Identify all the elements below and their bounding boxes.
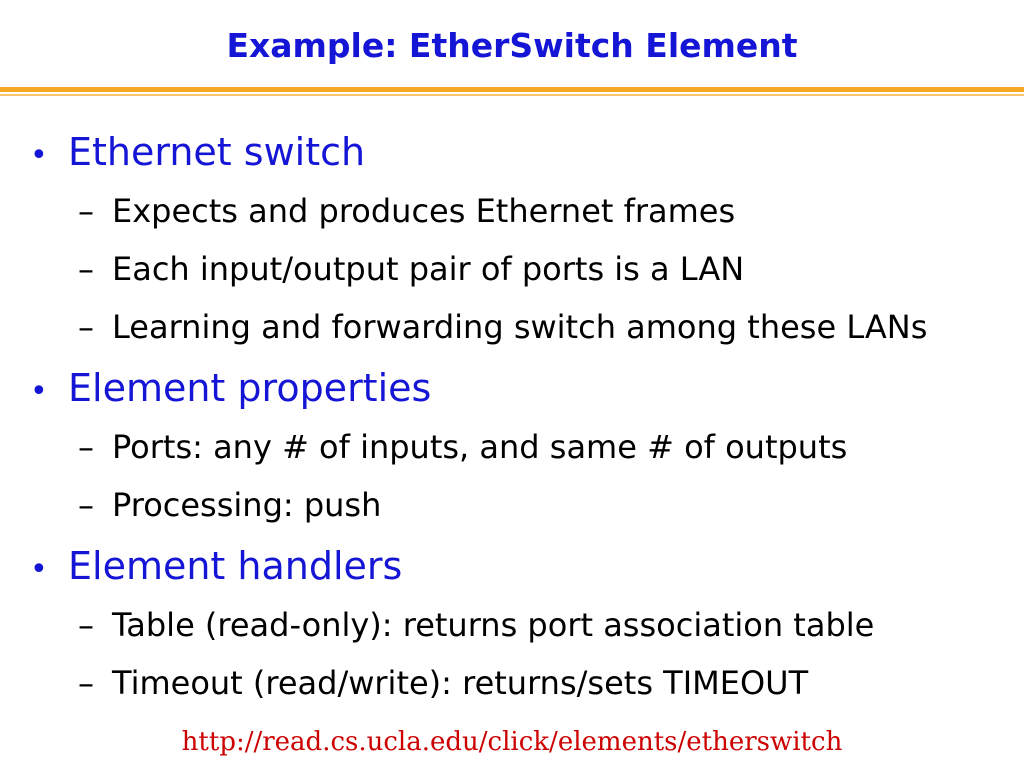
- dash-icon: –: [78, 308, 94, 346]
- slide-content: • Ethernet switch – Expects and produces…: [28, 120, 1018, 712]
- subitem-text: Timeout (read/write): returns/sets TIMEO…: [112, 664, 809, 702]
- bullet-text: Ethernet switch: [68, 130, 366, 174]
- footer-url-link[interactable]: http://read.cs.ucla.edu/click/elements/e…: [181, 727, 843, 757]
- dash-icon: –: [78, 664, 94, 702]
- bullet-icon: •: [30, 138, 48, 173]
- bullet-icon: •: [30, 374, 48, 409]
- subitem-processing: – Processing: push: [28, 476, 1018, 534]
- title-divider-thin: [0, 94, 1024, 96]
- subitem-text: Learning and forwarding switch among the…: [112, 308, 928, 346]
- subitem-timeout-handler: – Timeout (read/write): returns/sets TIM…: [28, 654, 1018, 712]
- bullet-icon: •: [30, 552, 48, 587]
- subitem-port-pair-lan: – Each input/output pair of ports is a L…: [28, 240, 1018, 298]
- dash-icon: –: [78, 486, 94, 524]
- subitem-text: Table (read-only): returns port associat…: [112, 606, 875, 644]
- subitem-table-handler: – Table (read-only): returns port associ…: [28, 596, 1018, 654]
- bullet-ethernet-switch: • Ethernet switch: [28, 126, 1018, 182]
- subitem-text: Each input/output pair of ports is a LAN: [112, 250, 745, 288]
- subitem-text: Ports: any # of inputs, and same # of ou…: [112, 428, 848, 466]
- slide-title: Example: EtherSwitch Element: [226, 26, 798, 65]
- subitem-ports: – Ports: any # of inputs, and same # of …: [28, 418, 1018, 476]
- bullet-text: Element properties: [68, 366, 432, 410]
- subitem-text: Expects and produces Ethernet frames: [112, 192, 736, 230]
- bullet-element-handlers: • Element handlers: [28, 540, 1018, 596]
- dash-icon: –: [78, 428, 94, 466]
- subitem-text: Processing: push: [112, 486, 382, 524]
- dash-icon: –: [78, 250, 94, 288]
- subitem-ethernet-frames: – Expects and produces Ethernet frames: [28, 182, 1018, 240]
- dash-icon: –: [78, 192, 94, 230]
- dash-icon: –: [78, 606, 94, 644]
- bullet-element-properties: • Element properties: [28, 362, 1018, 418]
- subitem-learning-forwarding: – Learning and forwarding switch among t…: [28, 298, 1018, 356]
- title-divider: [0, 87, 1024, 92]
- bullet-text: Element handlers: [68, 544, 403, 588]
